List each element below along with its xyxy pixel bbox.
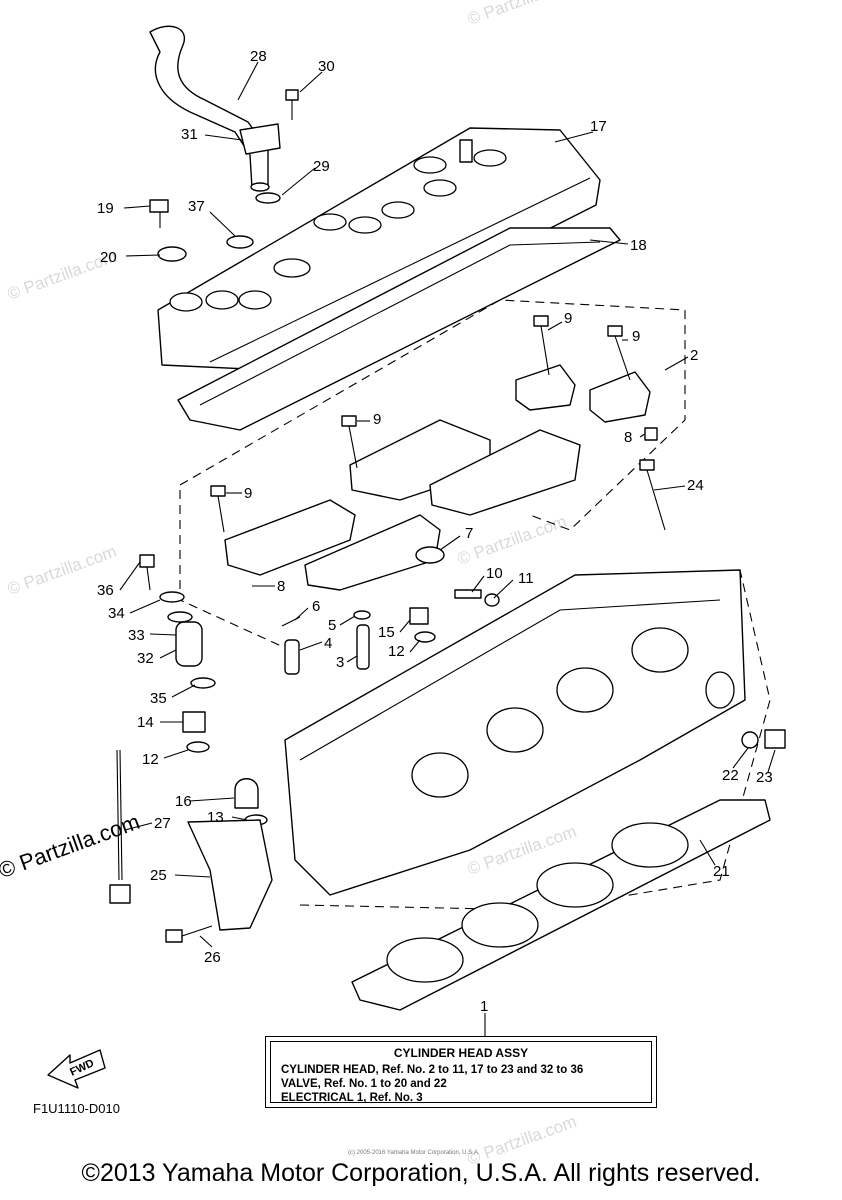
callout-16: 16 — [175, 793, 192, 810]
bolts-9 — [210, 315, 631, 533]
assembly-title: CYLINDER HEAD ASSY — [393, 1046, 529, 1060]
breather-hose — [149, 25, 281, 192]
callout-9b: 9 — [632, 328, 640, 345]
head-gasket — [351, 799, 771, 1011]
callout-8a: 8 — [624, 429, 632, 446]
callout-33: 33 — [128, 627, 145, 644]
callout-7: 7 — [465, 525, 473, 542]
callout-14: 14 — [137, 714, 154, 731]
plug-37 — [226, 235, 254, 249]
camshaft-caps-upper — [224, 364, 651, 591]
plug-7 — [415, 546, 445, 564]
callout-23: 23 — [756, 769, 773, 786]
callout-17: 17 — [590, 118, 607, 135]
diagram-code: F1U1110-D010 — [33, 1101, 120, 1116]
o-ring-29 — [255, 192, 281, 204]
callout-18: 18 — [630, 237, 647, 254]
callout-3: 3 — [336, 654, 344, 671]
leader-lines — [119, 61, 776, 1036]
bracket-25 — [187, 819, 273, 931]
callout-labels: 28 30 31 17 29 19 37 18 20 9 9 2 9 8 9 2… — [97, 48, 773, 1015]
sensor-27 — [109, 749, 131, 904]
callout-12b: 12 — [142, 751, 159, 768]
callout-20: 20 — [100, 249, 117, 266]
callout-34: 34 — [108, 605, 125, 622]
callout-30: 30 — [318, 58, 335, 75]
callout-10: 10 — [486, 565, 503, 582]
callout-9a: 9 — [564, 310, 572, 327]
callout-9c: 9 — [373, 411, 381, 428]
assembly-info-inner: CYLINDER HEAD ASSY CYLINDER HEAD, Ref. N… — [270, 1041, 652, 1104]
callout-9d: 9 — [244, 485, 252, 502]
callout-5: 5 — [328, 617, 336, 634]
callout-4: 4 — [324, 635, 332, 652]
callout-13: 13 — [207, 809, 224, 826]
copyright-footer: ©2013 Yamaha Motor Corporation, U.S.A. A… — [81, 1159, 761, 1187]
callout-31: 31 — [181, 126, 198, 143]
callout-21: 21 — [713, 863, 730, 880]
callout-26: 26 — [204, 949, 221, 966]
bolt-30 — [285, 89, 299, 120]
callout-19: 19 — [97, 200, 114, 217]
callout-24: 24 — [687, 477, 704, 494]
callout-11: 11 — [518, 570, 534, 587]
assembly-info-box: CYLINDER HEAD ASSY CYLINDER HEAD, Ref. N… — [265, 1036, 657, 1108]
callout-8b: 8 — [277, 578, 285, 595]
callout-35: 35 — [150, 690, 167, 707]
assembly-line-2: VALVE, Ref. No. 1 to 20 and 22 — [281, 1078, 447, 1090]
cylinder-head — [284, 569, 746, 896]
callout-15: 15 — [378, 624, 395, 641]
callout-25: 25 — [150, 867, 167, 884]
callout-6: 6 — [312, 598, 320, 615]
callout-29: 29 — [313, 158, 330, 175]
dowel-8 — [644, 427, 658, 441]
fwd-arrow: FWD — [47, 1049, 106, 1089]
callout-1: 1 — [480, 998, 488, 1015]
bolt-19 — [149, 199, 169, 228]
assembly-line-3: ELECTRICAL 1, Ref. No. 3 — [281, 1092, 423, 1104]
callout-28: 28 — [250, 48, 267, 65]
bolt-24 — [639, 459, 666, 531]
head-cover — [157, 127, 601, 371]
small-copyright-notice: (c) 2005-2016 Yamaha Motor Corporation, … — [348, 1150, 480, 1156]
cover-gasket — [177, 227, 621, 431]
callout-22: 22 — [722, 767, 739, 784]
watermark-text: © Partzilla.com — [465, 0, 579, 29]
callout-12a: 12 — [388, 643, 405, 660]
bolt-26 — [165, 925, 213, 943]
callout-2: 2 — [690, 347, 698, 364]
callout-37: 37 — [188, 198, 205, 215]
assembly-line-1: CYLINDER HEAD, Ref. No. 2 to 11, 17 to 2… — [281, 1064, 584, 1076]
callout-36: 36 — [97, 582, 114, 599]
callout-32: 32 — [137, 650, 154, 667]
grommet-20 — [157, 246, 187, 262]
callout-27: 27 — [154, 815, 171, 832]
